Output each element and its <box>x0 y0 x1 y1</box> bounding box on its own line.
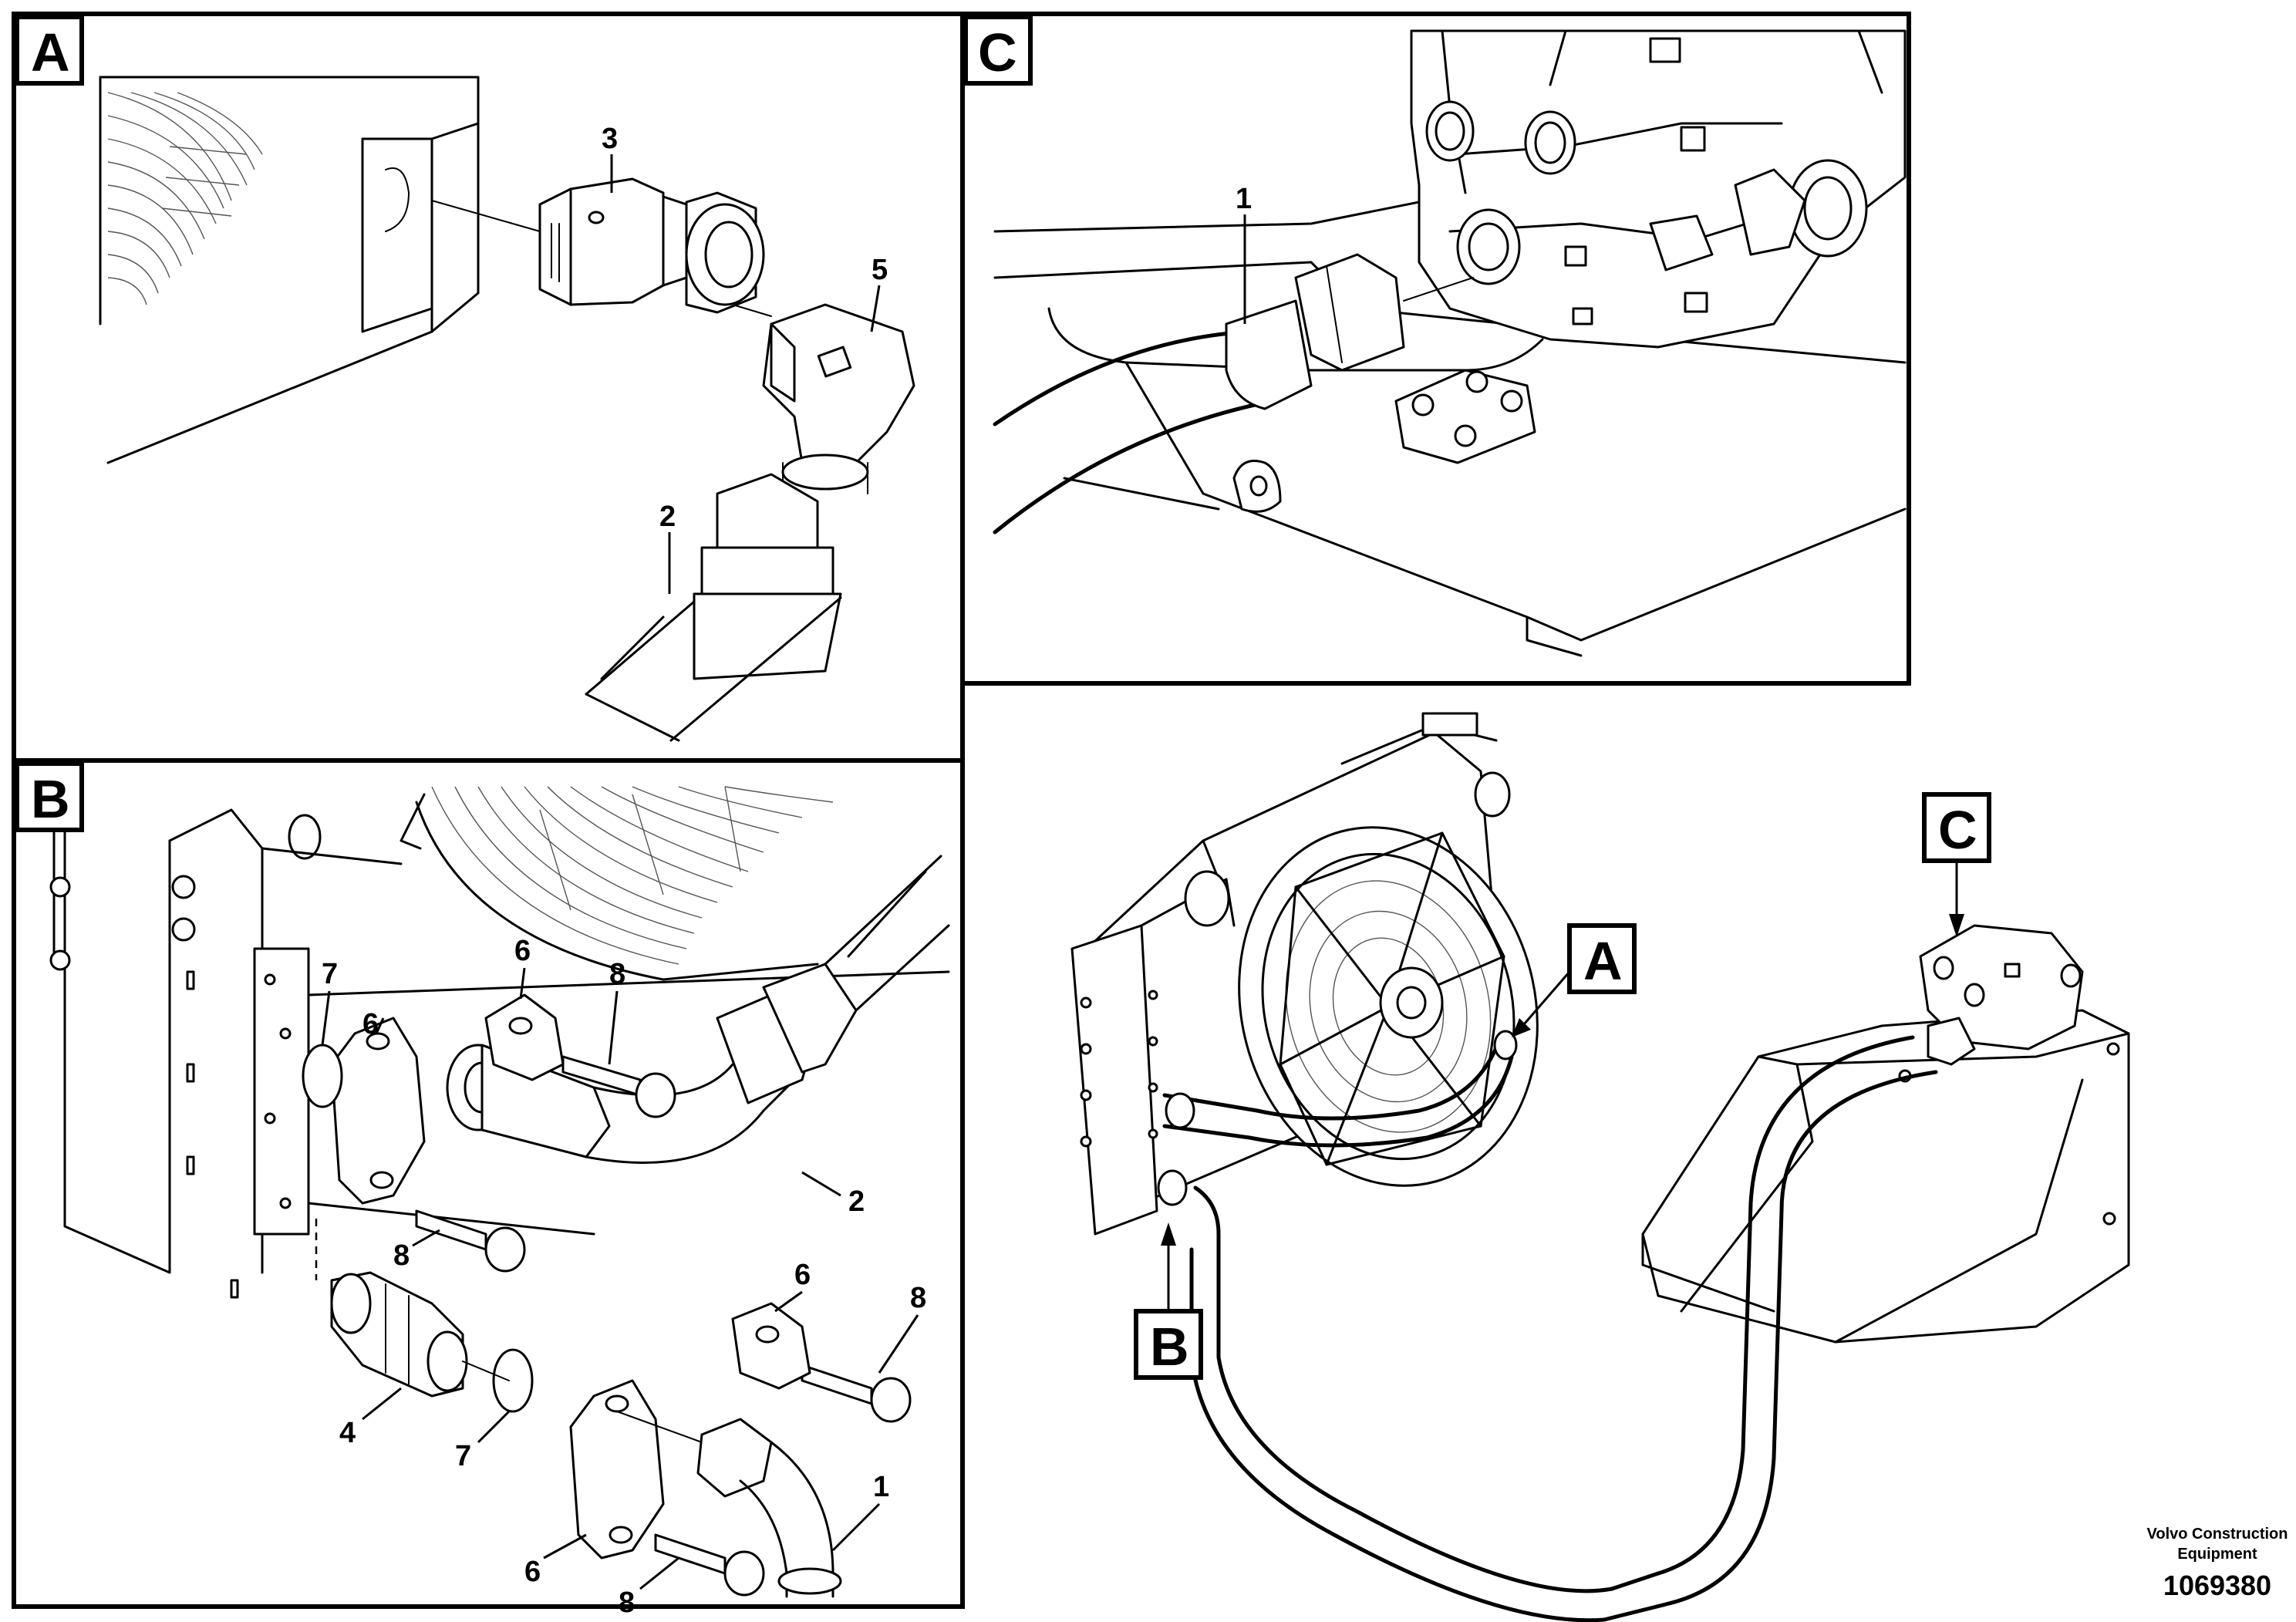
overview-pointer-c-box <box>1922 792 1991 863</box>
panel-c-hose-1 <box>993 253 1474 534</box>
panel-b-callout-8-right: 8 <box>910 1282 926 1314</box>
panel-b-label: B <box>31 769 70 829</box>
panel-c-callout-1: 1 <box>1236 183 1252 215</box>
panel-b-callout-8-lower: 8 <box>619 1587 635 1619</box>
overview-pointer-a: A <box>1583 931 1623 991</box>
panel-b-adapter-4 <box>330 1271 510 1398</box>
panel-b-frame <box>12 758 965 1609</box>
panel-b-bolt-lower <box>654 1533 765 1597</box>
panel-b-callout-1: 1 <box>873 1471 889 1503</box>
panel-b-label-box <box>15 761 84 832</box>
overview-hose-b <box>1189 1035 1938 1622</box>
panel-b-bolt-middle <box>415 1209 526 1273</box>
panel-b-callout-6-right: 6 <box>794 1259 811 1291</box>
overview-tank <box>1641 1009 2130 1344</box>
overview-hose-a <box>1157 1030 1518 1206</box>
panel-c-frame <box>960 12 1911 686</box>
overview: C A B <box>1070 712 2130 1622</box>
brand-line-2: Equipment <box>2177 1546 2257 1563</box>
panel-a-elbow-5 <box>762 303 915 494</box>
brand-line-1: Volvo Construction <box>2147 1526 2288 1543</box>
panel-b-callout-6-left: 6 <box>362 1008 379 1040</box>
overview-pointer-a-box <box>1567 923 1637 994</box>
panel-a-hose-2 <box>585 473 842 742</box>
panel-a-adapter-3 <box>538 177 765 314</box>
panel-a: 3 5 2 A <box>12 12 965 763</box>
panel-c-label: C <box>978 22 1017 83</box>
overview-fan <box>1238 826 1539 1187</box>
panel-a-fan-housing <box>99 76 480 464</box>
panel-c: 1 C <box>960 12 1911 686</box>
panel-a-label: A <box>31 22 70 83</box>
panel-b-lower-flanges <box>569 1302 811 1560</box>
panel-b-callout-7-upper: 7 <box>322 958 338 990</box>
panel-b-bolt-upper <box>561 1055 676 1118</box>
document-number: 1069380 <box>2163 1570 2271 1601</box>
panel-b-callout-7-lower: 7 <box>455 1440 471 1472</box>
panel-c-label-box <box>963 15 1033 86</box>
overview-pointer-b: B <box>1150 1317 1189 1377</box>
panel-b-callout-8-middle: 8 <box>393 1239 410 1272</box>
panel-a-callout-3: 3 <box>602 123 618 155</box>
panel-b-radiator-plate <box>49 808 950 1299</box>
panel-b-callout-4: 4 <box>339 1417 356 1449</box>
panel-b-upper-flanges <box>330 993 565 1205</box>
panel-b-bolt-right <box>801 1364 912 1423</box>
panel-b-callout-6-top: 6 <box>514 935 531 967</box>
panel-b-fan-guard <box>400 786 834 981</box>
panel-a-callout-2: 2 <box>659 501 676 533</box>
panel-b-callout-6-lower: 6 <box>524 1556 541 1588</box>
panel-b-callout-8-top: 8 <box>609 958 625 990</box>
panel-c-flange <box>1394 369 1536 464</box>
panel-b-oring-upper <box>302 1044 343 1108</box>
overview-manifold <box>1919 924 2084 1066</box>
panel-b-oring-lower <box>492 1348 534 1413</box>
panel-c-manifold <box>1410 29 1907 349</box>
panel-a-label-box <box>15 15 84 86</box>
panel-a-callout-5: 5 <box>872 254 888 286</box>
panel-b-lower-pipe-1 <box>616 1411 842 1598</box>
panel-b-callout-2: 2 <box>848 1185 865 1218</box>
panel-b: 7 6 6 8 2 8 6 8 4 7 1 6 8 B <box>12 758 965 1619</box>
footer: Volvo Construction Equipment 1069380 <box>2147 1526 2288 1601</box>
overview-pointer-c: C <box>1938 800 1977 860</box>
